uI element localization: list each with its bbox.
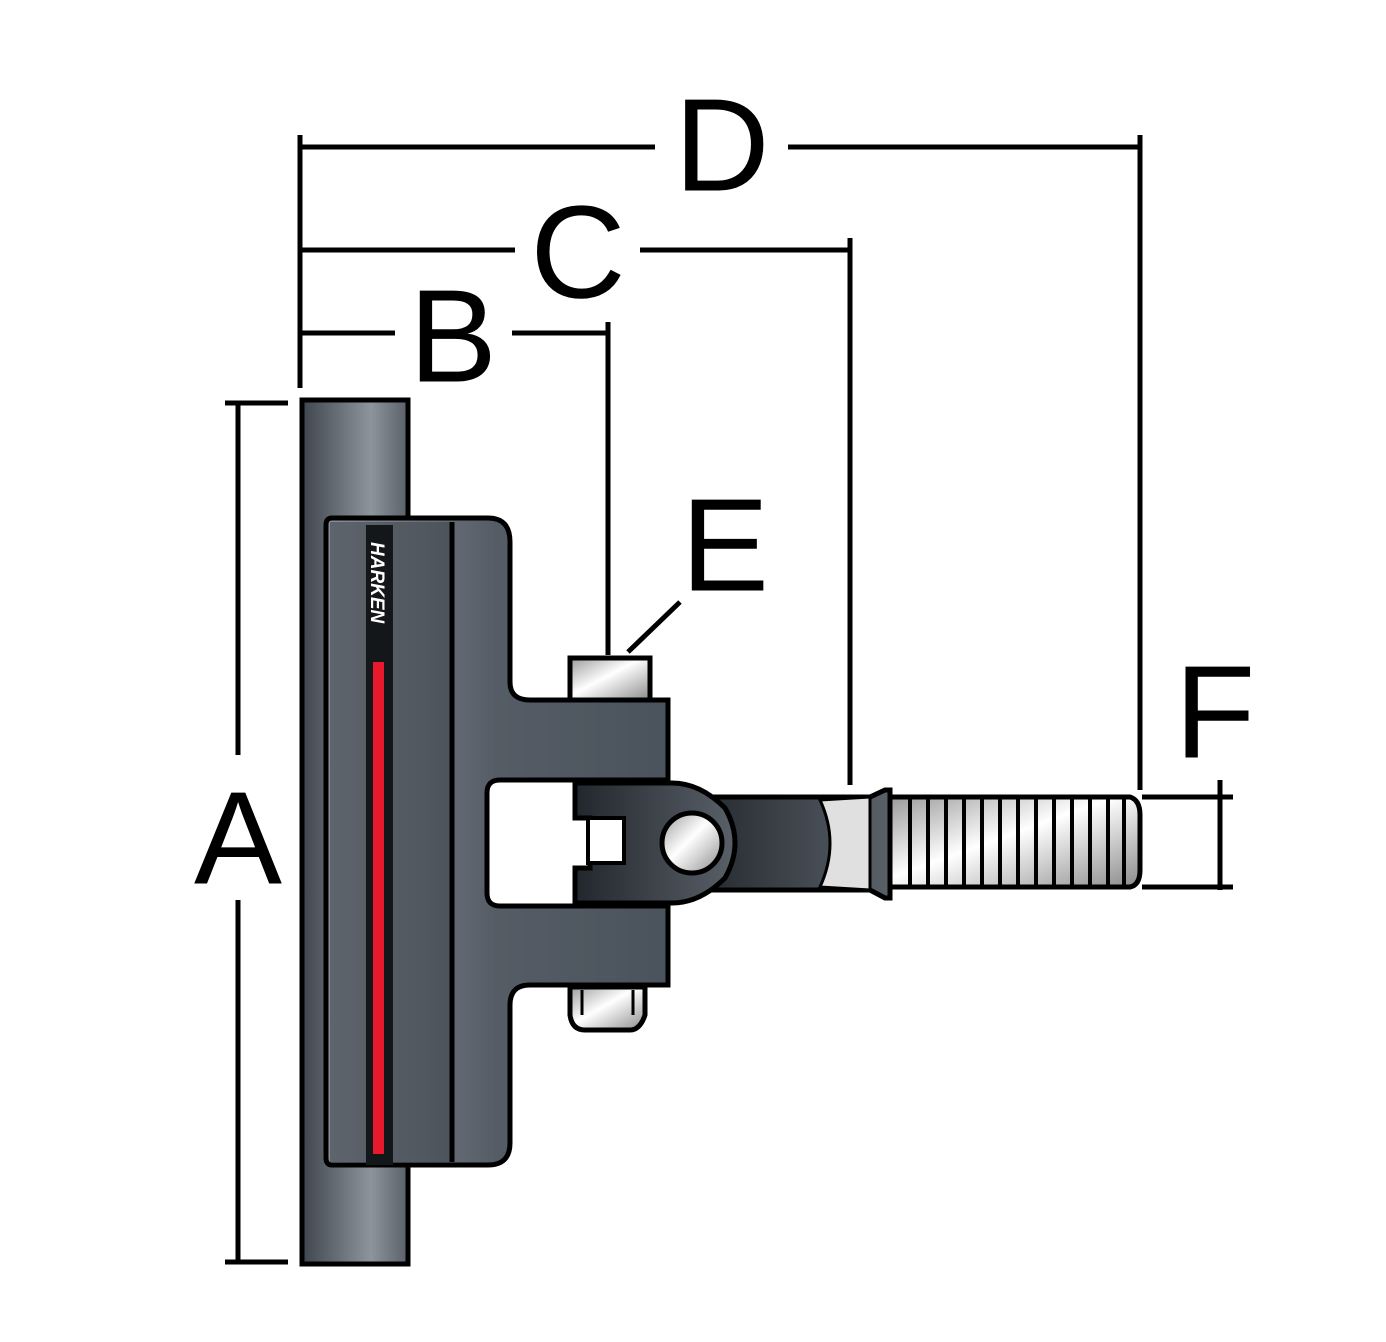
red-stripe [373, 662, 384, 1154]
label-f: F [1175, 639, 1256, 786]
label-d: D [674, 72, 769, 219]
dimension-f: F [1142, 639, 1256, 890]
clevis-pin [659, 810, 725, 876]
dimension-c: C [302, 179, 853, 785]
clevis-gap [586, 816, 626, 865]
bottom-nut [567, 984, 648, 1033]
dimension-d: D [297, 72, 1143, 790]
dimension-e: E [626, 472, 769, 654]
threaded-stud [887, 794, 1143, 890]
label-a: A [194, 765, 282, 912]
harken-logo: HARKEN [366, 542, 387, 625]
stud-collar [817, 795, 872, 892]
label-e: E [681, 472, 769, 619]
top-pin [567, 655, 653, 703]
label-b: B [409, 263, 497, 410]
dimension-a: A [194, 400, 288, 1265]
dimension-b: B [302, 263, 611, 655]
label-c: C [530, 179, 625, 326]
